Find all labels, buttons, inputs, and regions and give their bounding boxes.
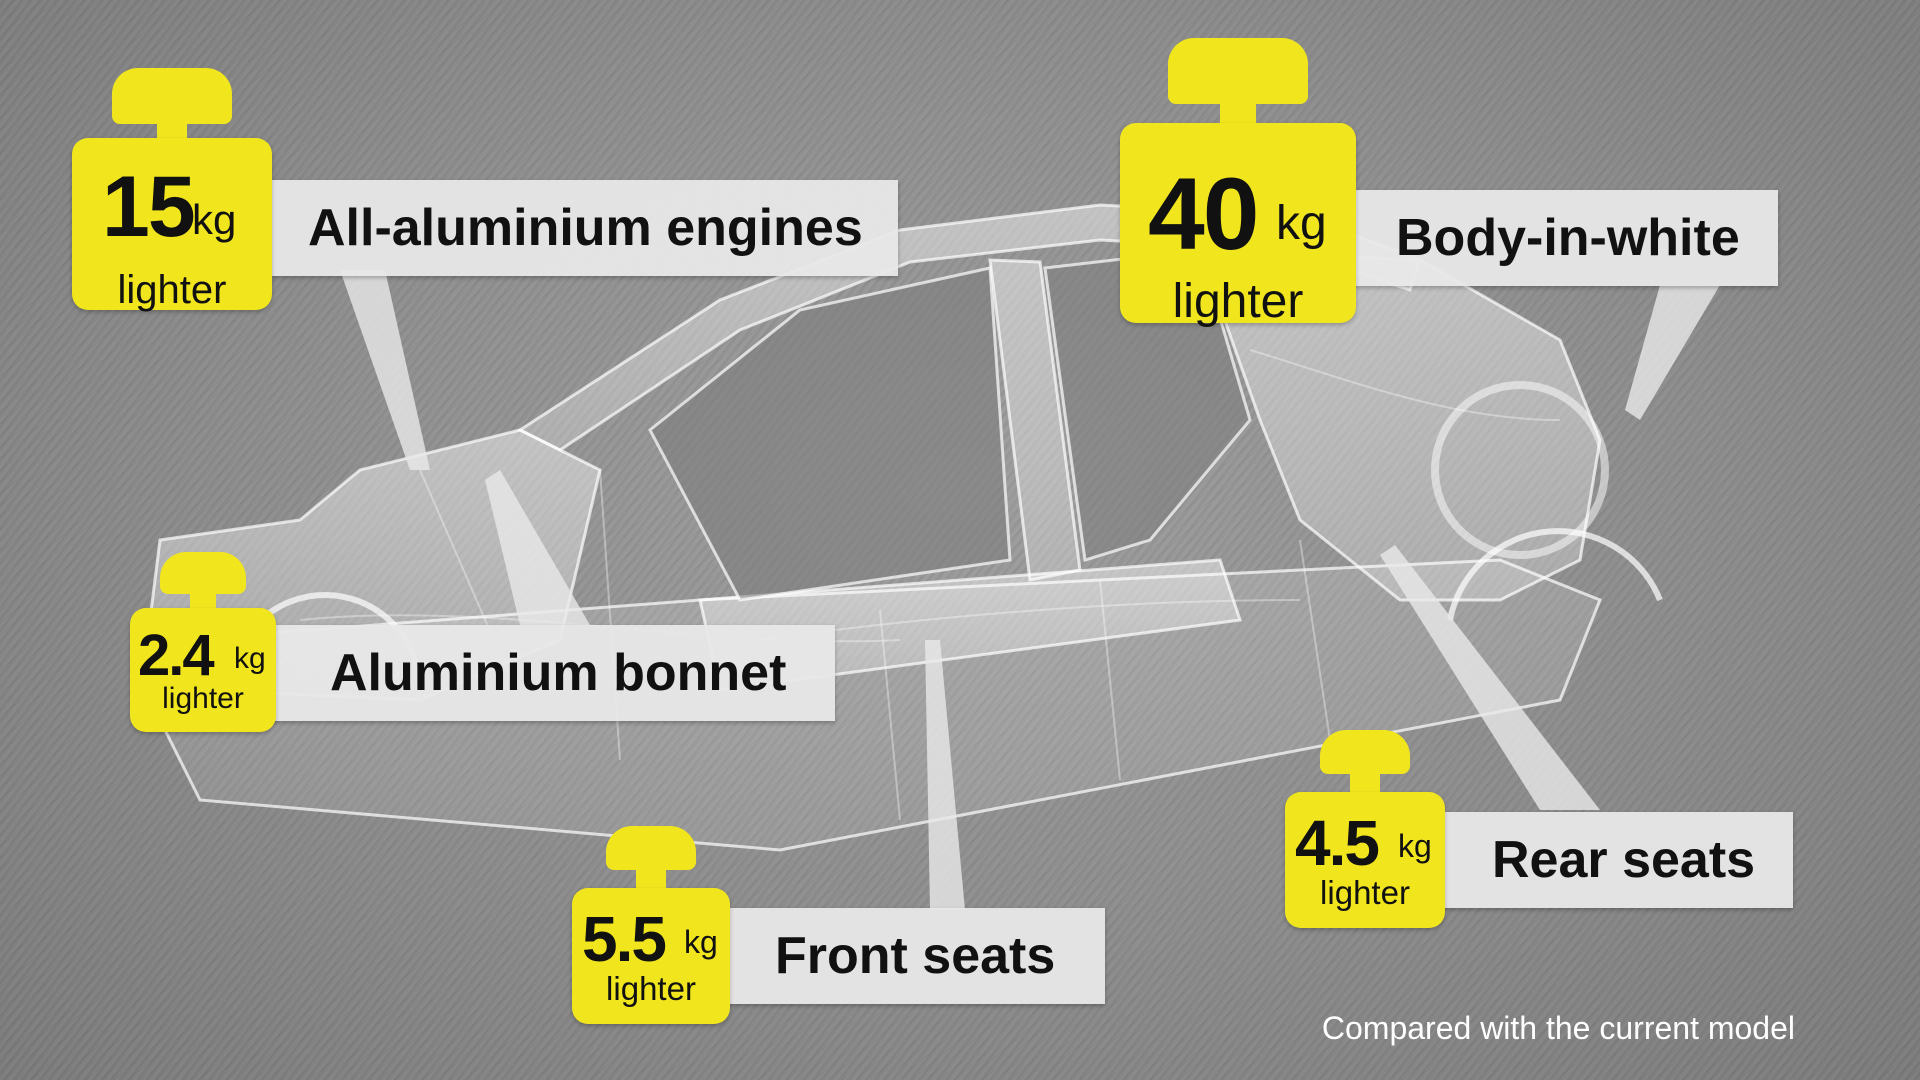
weight-icon: 4.5 kg lighter [1285, 730, 1445, 928]
weight-value-front-seats: 5.5 [582, 903, 667, 975]
weight-value-body: 40 [1148, 157, 1259, 271]
weight-sub-engines: lighter [117, 268, 227, 312]
pointer-body [1625, 285, 1720, 420]
pointer-front-seats [925, 640, 965, 910]
weight-unit-rear-seats: kg [1398, 828, 1432, 864]
weight-sub-front-seats: lighter [606, 970, 696, 1007]
weight-icon: 2.4 kg lighter [130, 552, 276, 732]
weight-sub-bonnet: lighter [162, 682, 244, 715]
weight-unit-bonnet: kg [234, 642, 266, 675]
weight-icon: 15 kg lighter [72, 68, 272, 312]
label-bonnet: Aluminium bonnet [270, 625, 835, 721]
weight-sub-rear-seats: lighter [1320, 874, 1410, 911]
weight-icon: 5.5 kg lighter [572, 826, 730, 1024]
label-front-seats: Front seats [727, 908, 1105, 1004]
weight-unit-front-seats: kg [684, 924, 718, 960]
pointer-rear-seats [1380, 545, 1600, 810]
weight-value-rear-seats: 4.5 [1295, 807, 1380, 879]
footnote: Compared with the current model [1321, 1010, 1795, 1046]
pointer-bonnet [485, 470, 590, 625]
weight-value-engines: 15 [102, 159, 196, 255]
label-rear-seats: Rear seats [1440, 812, 1793, 908]
pointer-engines [340, 270, 430, 470]
weight-icon: 40 kg lighter [1120, 38, 1356, 328]
label-engines: All-aluminium engines [270, 180, 898, 276]
weight-unit-body: kg [1276, 197, 1327, 250]
label-body: Body-in-white [1348, 190, 1778, 286]
weight-value-bonnet: 2.4 [138, 623, 215, 688]
weight-unit-engines: kg [192, 196, 237, 243]
weight-sub-body: lighter [1172, 275, 1304, 328]
